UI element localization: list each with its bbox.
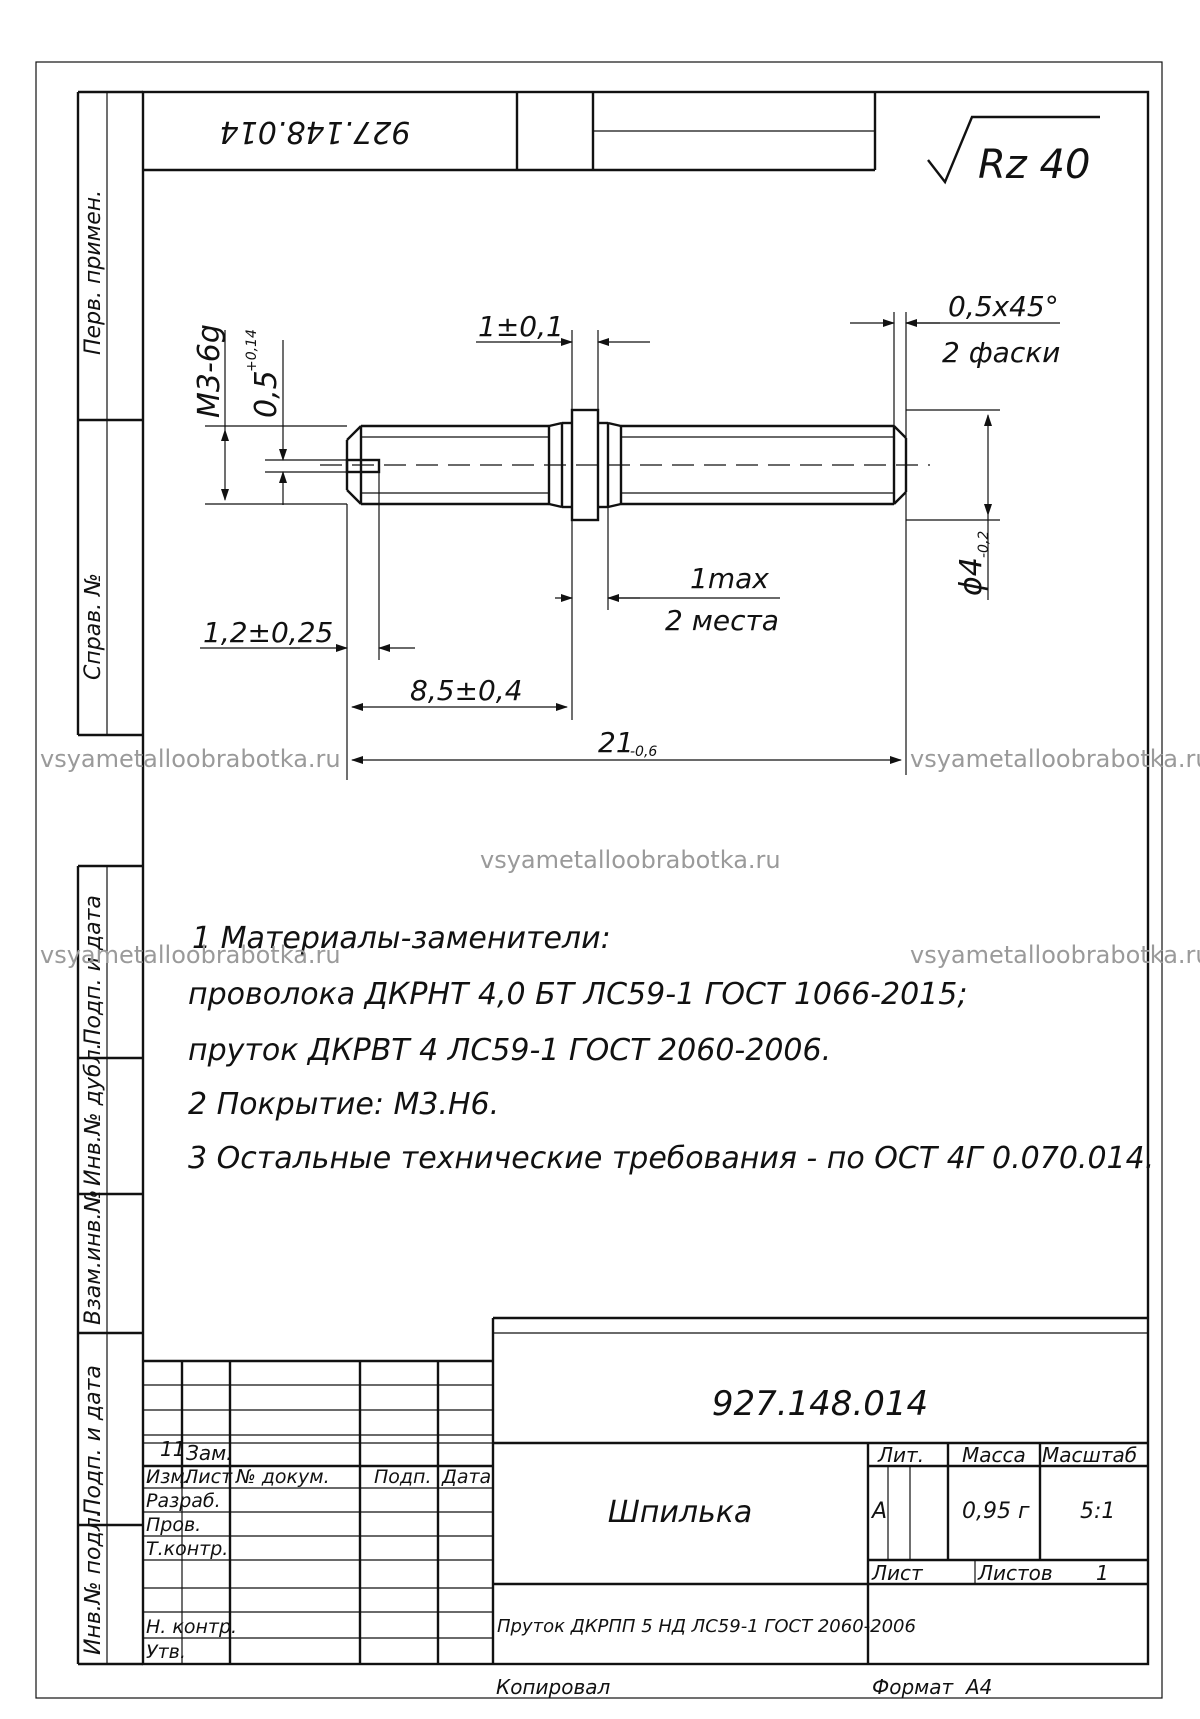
side-label-perv-primen: Перв. примен. bbox=[81, 190, 106, 355]
thread-dim-text: М3-6g bbox=[192, 324, 227, 418]
mass-value: 0,95 г bbox=[962, 1499, 1030, 1524]
header-izm: Изм. bbox=[146, 1466, 191, 1488]
format-value: А4 bbox=[964, 1675, 992, 1699]
sheet-footer: Копировал Формат А4 bbox=[496, 1675, 992, 1699]
watermark: vsyametalloobrabotka.ru bbox=[480, 846, 781, 874]
drawing-frame bbox=[141, 90, 1150, 1666]
sheet-trim-line bbox=[35, 61, 1163, 1699]
slot-width-text: 0,5 bbox=[249, 370, 284, 418]
role-nkontr: Н. контр. bbox=[146, 1616, 237, 1638]
slot-width-tol: +0,14 bbox=[244, 329, 260, 372]
screwdriver-slot bbox=[345, 458, 381, 474]
header-list: Лист bbox=[183, 1466, 233, 1488]
revision-change: Зам. bbox=[186, 1441, 233, 1465]
top-code-stamp: 927.148.014 bbox=[143, 92, 877, 172]
slot-depth-text: 1,2±0,25 bbox=[203, 616, 333, 649]
header-doc: № докум. bbox=[235, 1466, 330, 1488]
title-designation: 927.148.014 bbox=[712, 1384, 928, 1424]
watermark: vsyametalloobrabotka.ru bbox=[40, 745, 341, 773]
stud-part bbox=[320, 408, 930, 522]
sheets-label: Листов bbox=[977, 1561, 1053, 1585]
role-utv: Утв. bbox=[146, 1641, 186, 1663]
chamfer-text-2: 2 фаски bbox=[942, 336, 1060, 369]
undercut-text-2: 2 места bbox=[665, 604, 779, 637]
side-label-vzam-inv: Взам.инв.№ bbox=[81, 1190, 106, 1325]
side-label-podp-data-2: Подп. и дата bbox=[81, 1365, 106, 1515]
left-side-strip: Перв. примен. Справ. № Подп. и дата Инв.… bbox=[76, 90, 143, 1666]
watermark: vsyametalloobrabotka.ru bbox=[40, 941, 341, 969]
sheets-value: 1 bbox=[1096, 1561, 1109, 1585]
note-line-4: 2 Покрытие: М3.Н6. bbox=[188, 1087, 499, 1122]
undercut-text-1: 1max bbox=[690, 562, 769, 595]
note-line-1: 1 Материалы-заменители: bbox=[192, 921, 611, 956]
note-line-3: пруток ДКРВТ 4 ЛС59-1 ГОСТ 2060-2006. bbox=[188, 1033, 831, 1068]
diameter-tol: -0,2 bbox=[976, 531, 992, 558]
side-label-podp-data-1: Подп. и дата bbox=[81, 895, 106, 1045]
revision-no: 11 bbox=[160, 1437, 185, 1461]
format-label: Формат bbox=[872, 1675, 954, 1699]
side-label-inv-dubl: Инв.№ дубл. bbox=[81, 1042, 106, 1186]
note-line-2: проволока ДКРНТ 4,0 БТ ЛС59-1 ГОСТ 1066-… bbox=[188, 977, 967, 1012]
roughness-symbol: Rz 40 bbox=[927, 115, 1100, 188]
dimension-lines: М3-6g 0,5 +0,14 1±0,1 0,5x45° 2 фаски ϕ4… bbox=[192, 290, 1060, 780]
collar-dim-text: 1±0,1 bbox=[478, 310, 564, 343]
header-date: Дата bbox=[441, 1466, 491, 1488]
collar-pos-text: 8,5±0,4 bbox=[410, 674, 523, 707]
side-label-inv-podl: Инв.№ подл. bbox=[81, 1510, 106, 1655]
side-label-sprav-no: Справ. № bbox=[81, 573, 106, 680]
header-sign: Подп. bbox=[374, 1466, 432, 1488]
role-tkontr: Т.контр. bbox=[146, 1538, 228, 1560]
role-razrab: Разраб. bbox=[146, 1490, 221, 1512]
watermark: vsyametalloobrabotka.ru bbox=[910, 745, 1200, 773]
mass-label: Масса bbox=[962, 1443, 1026, 1467]
technical-notes: 1 Материалы-заменители: проволока ДКРНТ … bbox=[188, 921, 1154, 1176]
top-code-text: 927.148.014 bbox=[220, 114, 411, 149]
part-name: Шпилька bbox=[608, 1495, 753, 1530]
sheet-label: Лист bbox=[871, 1561, 924, 1585]
roughness-text: Rz 40 bbox=[978, 142, 1090, 188]
length-tol: -0,6 bbox=[630, 744, 657, 760]
length-text: 21 bbox=[598, 726, 634, 759]
title-block: 927.148.014 11 Зам. Изм. Лист № докум. П… bbox=[143, 1316, 1148, 1664]
watermark: vsyametalloobrabotka.ru bbox=[910, 941, 1200, 969]
lit-value: А bbox=[870, 1499, 887, 1524]
scale-label: Масштаб bbox=[1042, 1443, 1137, 1467]
scale-value: 5:1 bbox=[1080, 1499, 1115, 1524]
note-line-5: 3 Остальные технические требования - по … bbox=[188, 1141, 1154, 1176]
watermarks: vsyametalloobrabotka.ru vsyametalloobrab… bbox=[40, 745, 1200, 969]
lit-label: Лит. bbox=[877, 1443, 924, 1467]
role-prov: Пров. bbox=[146, 1514, 201, 1536]
material-text: Пруток ДКРПП 5 НД ЛС59-1 ГОСТ 2060-2006 bbox=[497, 1616, 916, 1637]
chamfer-text-1: 0,5x45° bbox=[948, 290, 1059, 323]
diameter-text: ϕ4 bbox=[954, 557, 989, 596]
copied-label: Копировал bbox=[496, 1675, 610, 1699]
